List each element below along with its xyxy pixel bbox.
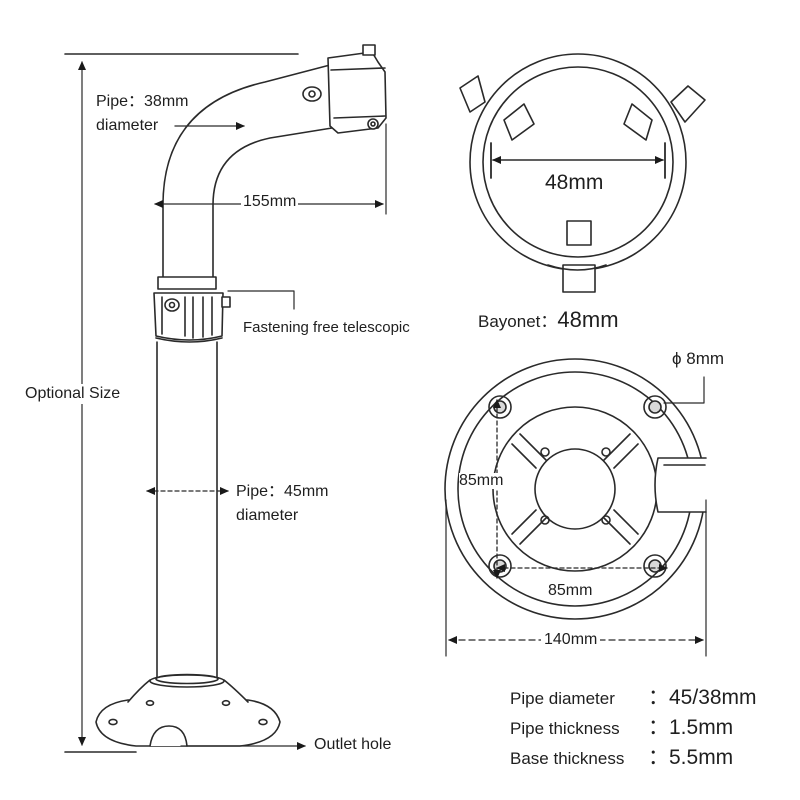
spec-row-pipe-thickness: Pipe thickness ：1.5mm	[510, 711, 733, 741]
base-horizontal-spacing-label: 85mm	[548, 582, 593, 599]
lower-pipe	[156, 341, 218, 679]
base-plan-view	[444, 358, 707, 657]
bayonet-caption-name: Bayonet：	[478, 312, 558, 331]
arm-knob	[302, 86, 322, 102]
arm-reach-label: 155mm	[241, 193, 299, 210]
hole-diameter-label: ϕ 8mm	[672, 349, 725, 368]
spec-value: ：1.5mm	[648, 716, 734, 739]
bracket-base	[95, 673, 281, 747]
base-diameter-label: 140mm	[541, 632, 601, 648]
bayonet-top-view	[459, 53, 706, 293]
bayonet-caption: Bayonet：48mm	[478, 309, 619, 331]
spec-row-base-thickness: Base thickness ：5.5mm	[510, 741, 733, 771]
spec-row-pipe-diameter: Pipe diameter ：45/38mm	[510, 681, 757, 711]
hole-callout-line	[663, 376, 705, 404]
base-vertical-spacing-label: 85mm	[459, 472, 504, 489]
telescopic-collar	[153, 276, 231, 343]
upper-curved-pipe	[162, 64, 333, 284]
upper-pipe-label-line2: diameter	[96, 117, 159, 134]
lower-pipe-label-line1: Pipe：45mm	[236, 483, 329, 500]
spec-value: ：5.5mm	[648, 746, 734, 769]
fastening-callout-line	[227, 290, 295, 310]
bayonet-caption-value: 48mm	[557, 307, 619, 332]
spec-name: Pipe diameter	[510, 689, 615, 708]
lower-pipe-label-line2: diameter	[236, 507, 299, 524]
fastening-label: Fastening free telescopic	[243, 319, 410, 336]
spec-name: Base thickness	[510, 749, 625, 768]
outlet-hole-label: Outlet hole	[314, 736, 392, 753]
spec-name: Pipe thickness	[510, 719, 620, 738]
optional-size-label: Optional Size	[25, 384, 121, 404]
bracket-side-view	[64, 44, 387, 753]
spec-value: ：45/38mm	[648, 686, 757, 709]
top-mount-head	[327, 44, 387, 134]
bayonet-inner-dimension-label: 48mm	[545, 171, 604, 194]
upper-pipe-label-line1: Pipe：38mm	[96, 93, 189, 110]
